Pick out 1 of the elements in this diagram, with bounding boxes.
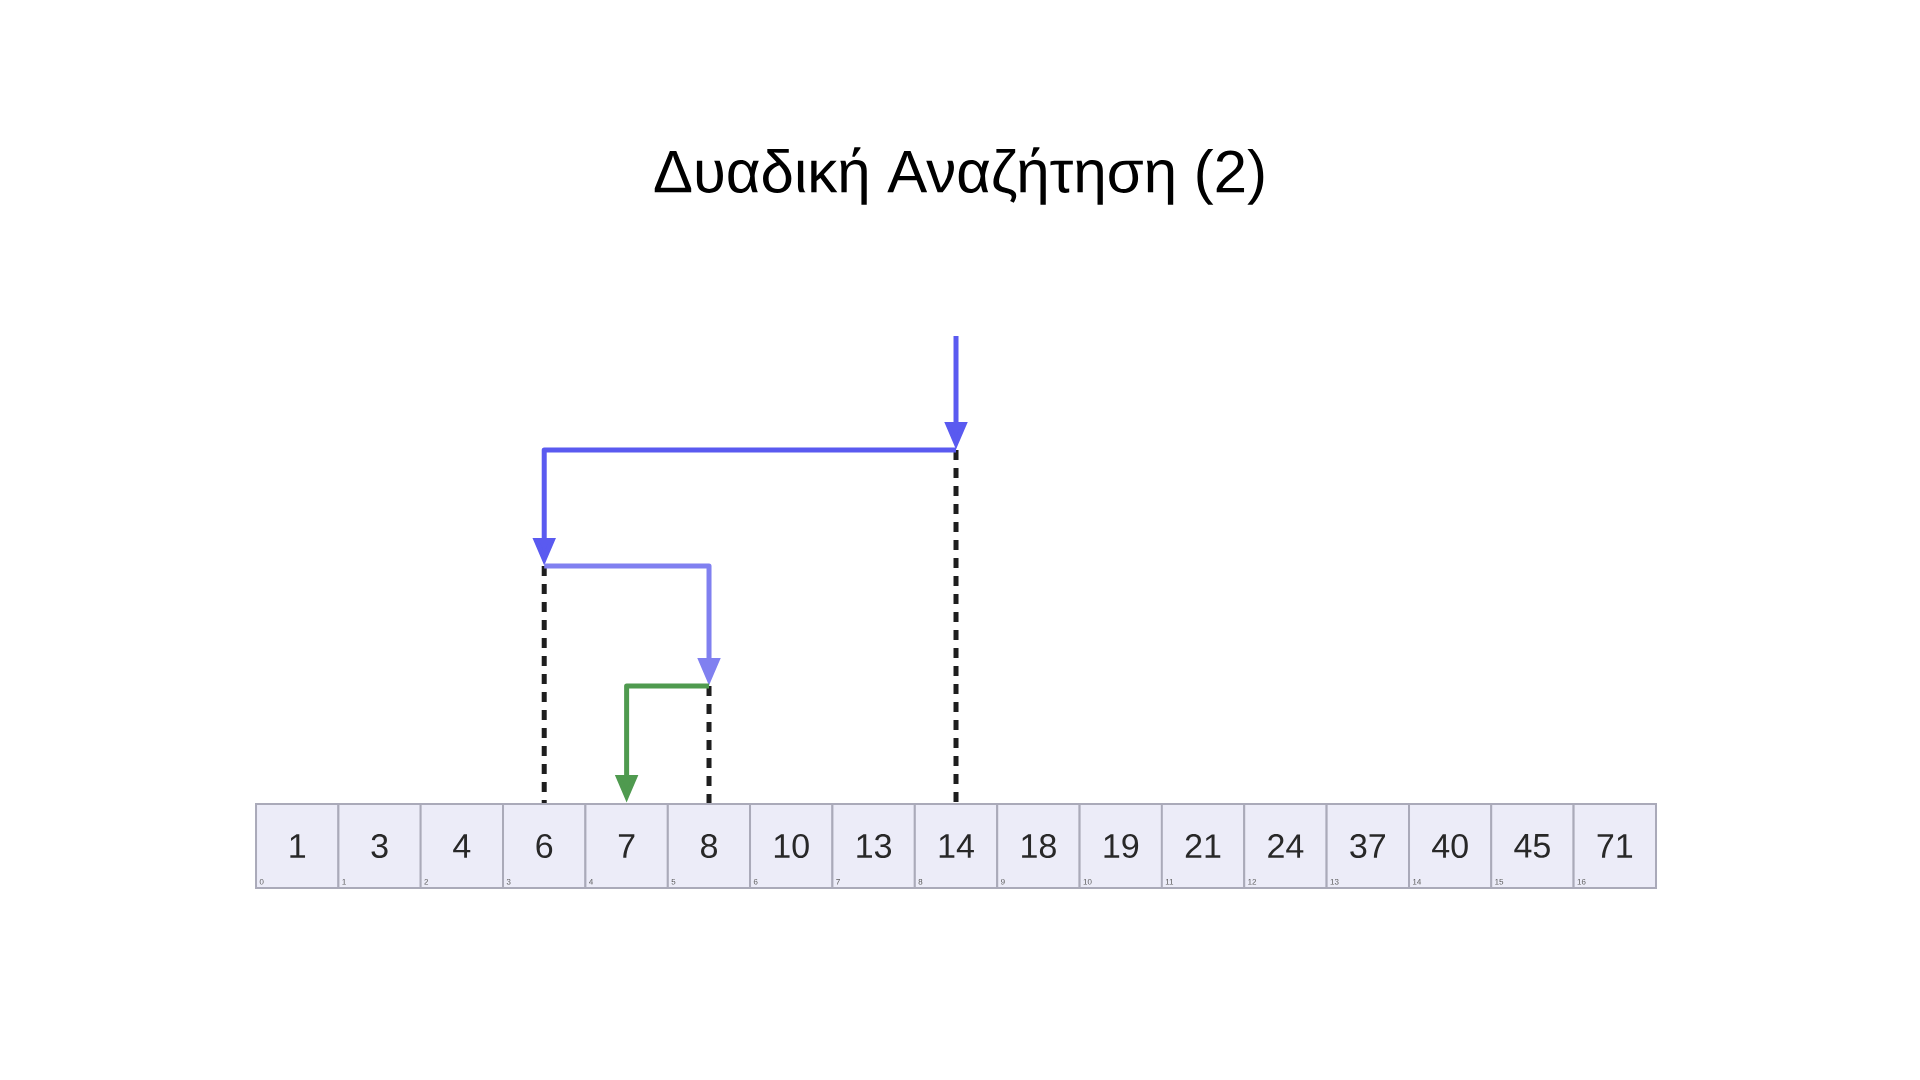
title: Δυαδική Αναζήτηση (2) xyxy=(654,147,1264,205)
